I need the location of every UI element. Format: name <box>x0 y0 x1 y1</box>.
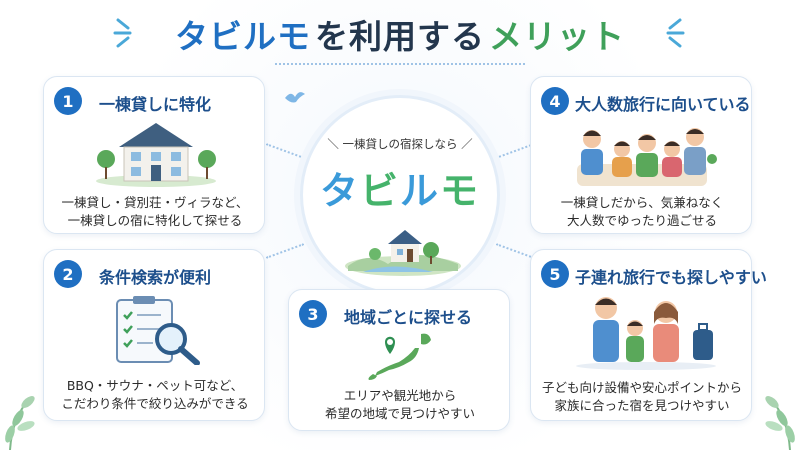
japan-map-pin-illustration <box>368 333 431 380</box>
card-description-line-1: エリアや観光地から <box>343 388 457 403</box>
card-description-line-1: 一棟貸しだから、気兼ねなく <box>560 195 724 210</box>
family-travel-illustration <box>576 297 716 370</box>
center-subtitle: ＼ 一棟貸しの宿探しなら ／ <box>327 137 473 151</box>
sparkle-left-icon <box>113 18 132 48</box>
page-title: タビルモ を利用する メリット <box>0 8 800 60</box>
card-number-badge: 2 <box>54 260 82 288</box>
card-number-badge: 1 <box>54 87 82 115</box>
group-people-illustration <box>577 128 717 186</box>
card-description-line-1: BBQ・サウナ・ペット可など、 <box>66 378 244 393</box>
merit-card-4: 4 大人数旅行に向いている 一棟貸しだから、気兼ねなく 大人数でゆったり過ごせる <box>530 76 752 234</box>
merit-card-2: 2 条件検索が便利 BBQ・サウナ・ペット可など、 こだわり条件で絞り込みができ… <box>43 249 265 421</box>
merit-card-3: 3 地域ごとに探せる エリアや観光地から 希望の地域で見つけやすい <box>288 289 510 431</box>
checklist-search-icon <box>116 296 200 365</box>
card-title: 一棟貸しに特化 <box>99 95 212 114</box>
card-description-line-2: 一棟貸しの宿に特化して探せる <box>67 213 243 228</box>
card-number-badge: 4 <box>541 87 569 115</box>
logo-char: ビ <box>359 169 400 213</box>
logo-char: ル <box>400 169 441 213</box>
center-brand-circle: ＼ 一棟貸しの宿探しなら ／ タビルモ <box>300 95 500 295</box>
card-title: 大人数旅行に向いている <box>575 95 751 114</box>
card-description-line-2: 希望の地域で見つけやすい <box>324 406 475 421</box>
card-description-line-1: 子ども向け設備や安心ポイントから <box>541 380 742 395</box>
logo-char: タ <box>319 169 360 213</box>
card-title: 地域ごとに探せる <box>344 308 473 327</box>
card-number-badge: 3 <box>299 300 327 328</box>
house-landscape-illustration <box>345 230 461 276</box>
card-number-badge: 5 <box>541 260 569 288</box>
title-middle: を利用する <box>315 17 485 56</box>
leaves-decoration-right <box>765 396 795 450</box>
card-description-line-1: 一棟貸し・貸別荘・ヴィラなど、 <box>61 195 249 210</box>
title-underline <box>275 63 525 65</box>
leaves-decoration-left <box>5 396 35 450</box>
card-description-line-2: こだわり条件で絞り込みができる <box>61 396 249 411</box>
villa-house-illustration <box>96 123 216 187</box>
bird-icon <box>285 92 305 103</box>
logo-char: モ <box>440 169 481 213</box>
title-merit: メリット <box>489 17 625 56</box>
center-logo: タビルモ <box>303 160 497 215</box>
merit-card-5: 5 子連れ旅行でも探しやすい 子ども向け設備や安心ポイントから 家族に合った宿を… <box>530 249 767 421</box>
card-description-line-2: 家族に合った宿を見つけやすい <box>554 398 730 413</box>
title-brand: タビルモ <box>175 17 311 56</box>
merit-card-1: 1 一棟貸しに特化 一棟貸し・貸別荘・ヴィラなど、 一棟貸しの宿に特化して探せる <box>43 76 265 234</box>
sparkle-right-icon <box>666 18 685 48</box>
card-description-line-2: 大人数でゆったり過ごせる <box>566 213 717 228</box>
card-title: 子連れ旅行でも探しやすい <box>575 268 767 287</box>
card-title: 条件検索が便利 <box>99 268 212 287</box>
